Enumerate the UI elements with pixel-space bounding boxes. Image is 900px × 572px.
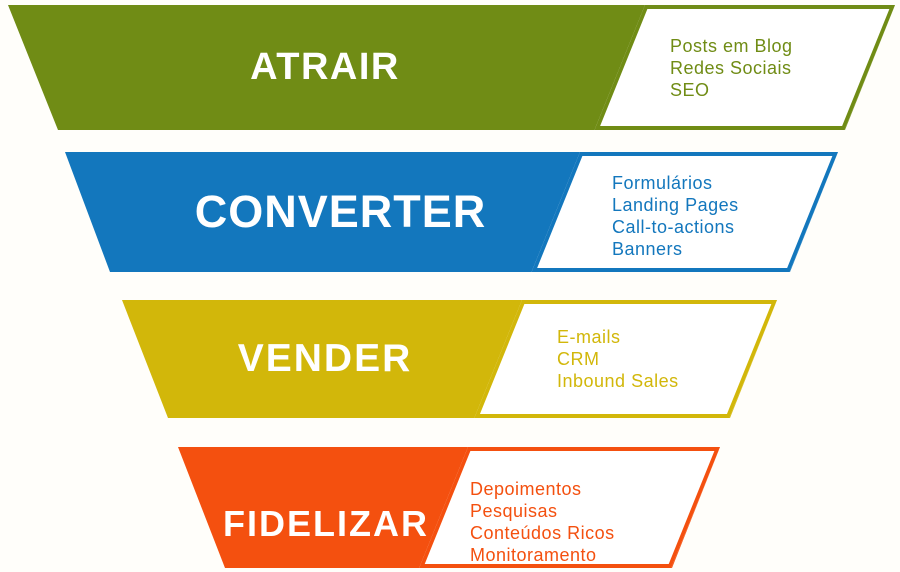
funnel-stage-converter: CONVERTER Formulários Landing Pages Call… — [0, 152, 900, 272]
stage-items-list: Depoimentos Pesquisas Conteúdos Ricos Mo… — [470, 447, 615, 572]
list-item: CRM — [557, 349, 600, 369]
list-item: Landing Pages — [612, 195, 739, 215]
funnel-stage-fidelizar: FIDELIZAR Depoimentos Pesquisas Conteúdo… — [0, 447, 900, 568]
stage-title: CONVERTER — [194, 186, 487, 237]
list-item: Call-to-actions — [612, 217, 735, 237]
stage-items-list: E-mails CRM Inbound Sales — [557, 300, 679, 418]
list-item: Conteúdos Ricos — [470, 522, 615, 543]
funnel-stage-vender: VENDER E-mails CRM Inbound Sales — [0, 300, 900, 418]
stage-items-list: Posts em Blog Redes Sociais SEO — [670, 5, 793, 130]
list-item: SEO — [670, 79, 710, 100]
stage-title: VENDER — [237, 337, 413, 380]
funnel-stage-atrair: ATRAIR Posts em Blog Redes Sociais SEO — [0, 5, 900, 130]
list-item: Redes Sociais — [670, 57, 792, 78]
list-item: Monitoramento — [470, 544, 597, 565]
stage-title: ATRAIR — [250, 46, 400, 88]
stage-items-list: Formulários Landing Pages Call-to-action… — [612, 152, 739, 276]
list-item: Pesquisas — [470, 500, 558, 521]
list-item: Depoimentos — [470, 478, 582, 499]
list-item: E-mails — [557, 327, 621, 347]
list-item: Formulários — [612, 173, 713, 193]
list-item: Posts em Blog — [670, 35, 793, 56]
stage-title: FIDELIZAR — [223, 502, 429, 544]
list-item: Inbound Sales — [557, 371, 679, 391]
list-item: Banners — [612, 239, 683, 259]
